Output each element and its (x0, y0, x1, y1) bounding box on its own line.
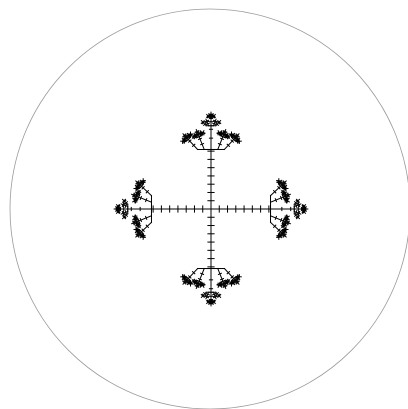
fractal-segment (201, 144, 204, 145)
fractal-segment (207, 302, 208, 303)
fractal-segment (123, 217, 124, 218)
fractal-segment (140, 196, 141, 199)
fractal-segment (146, 199, 147, 202)
fractal-segment (136, 236, 137, 237)
fractal-segment (288, 216, 290, 217)
fractal-segment (121, 213, 123, 214)
fractal-segment (298, 217, 299, 218)
fractal-segment (133, 216, 135, 217)
fractal-segment (281, 196, 282, 199)
fractal-segment (285, 181, 286, 182)
fractal-segment (238, 134, 239, 135)
fractal-segment (121, 204, 123, 205)
fractal-segment (285, 236, 286, 237)
fractal-segment (285, 232, 287, 233)
fractal-segment (116, 205, 117, 206)
fractal-segment (215, 297, 216, 299)
fractal-segment (198, 279, 201, 280)
fractal-segment (206, 119, 207, 121)
fractal-segment (218, 131, 219, 133)
fractal-segment (213, 294, 216, 295)
fractal-segment (213, 123, 216, 124)
fractal-segment (289, 223, 291, 224)
fractal-segment (132, 194, 134, 195)
fractal-segment (187, 283, 188, 285)
fractal-segment (219, 296, 220, 297)
fractal-segment (133, 201, 135, 202)
fractal-segment (271, 222, 281, 232)
fractal-segment (206, 297, 207, 299)
fractal-segment (141, 186, 151, 196)
fractal-segment (299, 204, 301, 205)
fractal-segment (201, 296, 202, 297)
fractal-segment (188, 269, 198, 279)
fractal-segment (140, 219, 141, 222)
fractal-segment (271, 186, 281, 196)
fractal-segment (188, 139, 198, 149)
fractal-segment (296, 211, 297, 214)
fractal-segment (132, 223, 134, 224)
fractal-segment (123, 199, 124, 200)
fractal-segment (203, 131, 204, 133)
fractal-segment (203, 286, 204, 288)
fractal-segment (288, 201, 290, 202)
fractal-segment (183, 134, 184, 135)
fractal-segment (206, 123, 209, 124)
fractal-segment (296, 204, 297, 207)
fractal-segment (183, 283, 184, 284)
fractal-segment (141, 222, 151, 232)
fractal-segment (218, 286, 219, 288)
fractal-segment (298, 199, 299, 200)
fractal-segment (225, 130, 226, 132)
fractal-segment (214, 114, 215, 115)
fractal-segment (201, 121, 202, 122)
fractal-segment (221, 279, 224, 280)
fractal-segment (196, 130, 197, 132)
fractal-segment (275, 199, 276, 202)
fractal-segment (238, 283, 239, 284)
fractal-segment (219, 121, 220, 122)
fractal-segment (196, 287, 197, 289)
fractal-segment (218, 144, 221, 145)
fractal-segment (218, 273, 221, 274)
fractal-segment (224, 139, 234, 149)
fractal-segment (281, 219, 282, 222)
fractal-segment (201, 273, 204, 274)
fractal-segment (125, 211, 126, 214)
fractal-segment (198, 138, 201, 139)
fractal-segment (299, 213, 301, 214)
fractal-segment (275, 216, 276, 219)
fractal-segment (221, 138, 224, 139)
fractal-segment (224, 269, 234, 279)
fractal-segment (225, 287, 226, 289)
fractal-segment (289, 194, 291, 195)
fractal-segment (125, 204, 126, 207)
fractal-segment (206, 294, 209, 295)
fractal-segment (215, 119, 216, 121)
fractal-segment (135, 185, 137, 186)
fractal-segment (146, 216, 147, 219)
fractal-segment (234, 133, 235, 135)
fractal-segment (304, 212, 305, 213)
fractal-segment (136, 181, 137, 182)
fractal-cross (114, 112, 308, 306)
